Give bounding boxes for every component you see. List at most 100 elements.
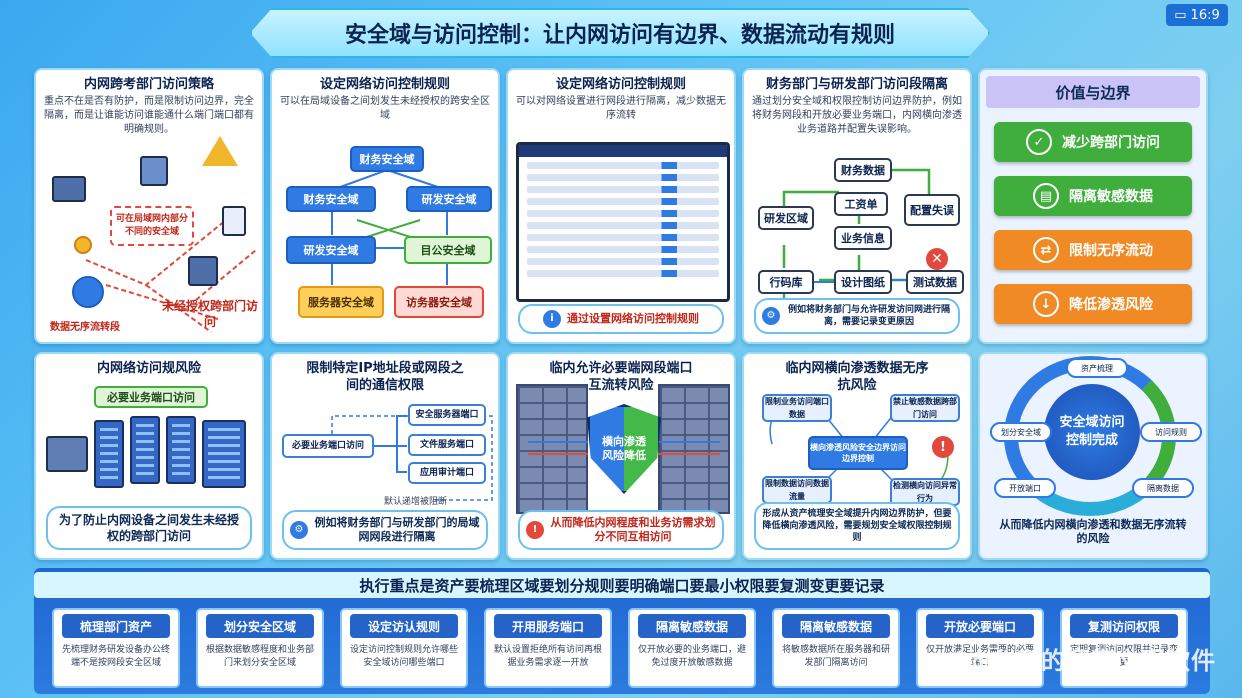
computer-icon <box>52 176 86 202</box>
console-row <box>527 246 719 253</box>
console-row <box>527 234 719 241</box>
port-access-node: 必要业务端口访问 <box>282 434 374 458</box>
panel8-caption-text: 从而降低内网程度和业务访需求划分不同互相访问 <box>550 516 716 543</box>
display-icon: ▭ <box>1174 7 1187 23</box>
step-title: 设定访认规则 <box>350 614 458 638</box>
domain-office: 目公安全域 <box>404 236 492 264</box>
node-business-info: 业务信息 <box>834 226 892 250</box>
value-item-label: 隔离敏感数据 <box>1069 189 1153 205</box>
step-desc: 仅开放满足业务需要的必要端口 <box>925 645 1034 668</box>
shield-label: 横向渗透风险降低 <box>602 435 646 462</box>
step-desc: 定期复测访问权限并记录变更 <box>1069 645 1178 668</box>
cycle-tag-1: 资产梳理 <box>1066 358 1128 378</box>
panel-ip-restriction: 限制特定IP地址段或网段之间的通信权限 必要业务端口访问 安全服务器端口 文件服… <box>270 352 500 560</box>
clock-badge: ▭ 16:9 <box>1166 4 1228 26</box>
step-card: 隔离敏感数据 仅开放必要的业务端口，避免过度开放敏感数据 <box>628 608 756 688</box>
step-title: 隔离敏感数据 <box>782 614 890 638</box>
workstation-icon <box>46 436 88 472</box>
panel4-caption: ⚙ 例如将财务部门与允许研发访问网进行隔离，需要记录变更原因 <box>754 298 960 334</box>
value-item-limit-flow: ⇄ 限制无序流动 <box>994 230 1192 270</box>
panel-finance-rnd-isolation: 财务部门与研发部门访问段隔离 通过划分安全域和权限控制访问边界防护，例如将财务网… <box>742 68 972 344</box>
step-card: 梳理部门资产 先梳理财务研发设备办公终端不是按网段安全区域 <box>52 608 180 688</box>
execution-steps: 执行重点是资产要梳理区域要划分规则要明确端口要最小权限要复测变更要记录 梳理部门… <box>34 568 1210 694</box>
check-icon: ✓ <box>1026 129 1052 155</box>
node-finance-data: 财务数据 <box>834 158 892 182</box>
step-card: 开放必要端口 仅开放满足业务需要的必要端口 <box>916 608 1044 688</box>
panel3-caption: i 通过设置网络访问控制规则 <box>518 304 724 334</box>
firewall-right-icon <box>658 384 730 514</box>
panel-cycle-complete: 安全域访问控制完成 资产梳理 划分安全域 访问规则 开放端口 隔离数据 从而降低… <box>978 352 1208 560</box>
step-title: 开放必要端口 <box>926 614 1034 638</box>
value-item-reduce-risk: ↓ 降低渗透风险 <box>994 284 1192 324</box>
panel10-caption: 从而降低内网横向渗透和数据无序流转的风险 <box>990 514 1196 550</box>
clock-label: 16:9 <box>1190 7 1220 23</box>
panel-cross-dept-policy: 内网跨考部门访问策略 重点不在是否有防护，而是限制访问边界，完全隔离，而是让谁能… <box>34 68 264 344</box>
panel1-label-right: 未经授权跨部门访问 <box>162 299 259 329</box>
value-item-reduce-access: ✓ 减少跨部门访问 <box>994 122 1192 162</box>
panel3-desc: 可以对网络设置进行网段进行隔离，减少数据无序流转 <box>516 96 726 121</box>
step-desc: 根据数据敏感程度和业务部门来划分安全区域 <box>205 645 314 668</box>
step-title: 梳理部门资产 <box>62 614 170 638</box>
domain-rnd: 研发安全域 <box>406 186 492 212</box>
panel6-caption: 为了防止内网设备之间发生未经授权的跨部门访问 <box>46 506 252 550</box>
domain-server: 服务器安全域 <box>298 286 384 318</box>
panel-value-boundary: 价值与边界 ✓ 减少跨部门访问 ▤ 隔离敏感数据 ⇄ 限制无序流动 ↓ 降低渗透… <box>978 68 1208 344</box>
value-item-label: 减少跨部门访问 <box>1062 135 1160 151</box>
panel-port-flow-risk: 临内允许必要端网段端口互流转风险 横向渗透风险降低 ! 从而降低内网程度和业务访… <box>506 352 736 560</box>
required-port-access: 必要业务端口访问 <box>94 386 208 408</box>
node-rnd-area: 研发区域 <box>758 206 814 230</box>
default-deny-note: 默认递增被阻断 <box>384 497 448 507</box>
panel-lateral-penetration: 临内网横向渗透数据无序抗风险 限制业务访问端口数据 禁止敏感数据跨部门访问 限制… <box>742 352 972 560</box>
panel4-title: 财务部门与研发部门访问段隔离 <box>765 77 948 92</box>
panel2-connectors <box>331 169 448 285</box>
node-design-drawing: 设计图纸 <box>834 270 892 294</box>
panel8-connectors <box>528 441 720 455</box>
cycle-tag-5: 隔离数据 <box>1132 478 1194 498</box>
panel7-connectors <box>331 415 493 501</box>
info-icon: i <box>543 310 561 328</box>
panel1-label-left: 数据无序流转段 <box>50 322 120 333</box>
panel7-caption-text: 例如将财务部门与研发部门的局域网网段进行隔离 <box>314 516 480 543</box>
step-card: 开用服务端口 默认设置拒绝所有访问再根据业务需求逐一开放 <box>484 608 612 688</box>
node-code-repo: 行码库 <box>758 270 814 294</box>
risk-node-2: 禁止敏感数据跨部门访问 <box>890 394 960 422</box>
node-config-error: 配置失误 <box>904 194 960 226</box>
port-file-service: 文件服务端口 <box>408 434 486 456</box>
panel8-caption: ! 从而降低内网程度和业务访需求划分不同互相访问 <box>518 510 724 550</box>
panel8-title: 临内允许必要端网段端口互流转风险 <box>549 361 693 393</box>
cycle-tag-2: 划分安全域 <box>990 422 1052 442</box>
step-desc: 默认设置拒绝所有访问再根据业务需求逐一开放 <box>493 645 602 668</box>
value-title: 价值与边界 <box>1055 83 1131 102</box>
step-desc: 将敏感数据所在服务器和研发部门隔离访问 <box>781 645 890 668</box>
admin-console-screen <box>516 142 730 302</box>
domain-service: 访务器安全域 <box>394 286 484 318</box>
firewall-left-icon <box>516 384 588 514</box>
console-row <box>527 210 719 217</box>
panel9-caption-text: 形成从资产梳理安全域提升内网边界防护，但要降低横向渗透风险，需要规划安全域权限控… <box>762 509 952 543</box>
alert-icon: ! <box>932 436 954 458</box>
risk-node-4: 检测横向访问异常行为 <box>890 478 960 506</box>
step-desc: 先梳理财务研发设备办公终端不是按网段安全区域 <box>61 645 170 668</box>
panel4-caption-text: 例如将财务部门与允许研发访问网进行隔离，需要记录变更原因 <box>787 305 950 327</box>
panel7-title: 限制特定IP地址段或网段之间的通信权限 <box>306 361 464 393</box>
server-rack-icon <box>130 416 160 484</box>
user-icon <box>72 276 104 308</box>
watermark: ai@在家的洞察文明软件 <box>939 647 1216 675</box>
cycle-center: 安全域访问控制完成 <box>1044 384 1140 480</box>
risk-center: 横向渗透风险安全边界访问边界控制 <box>808 436 908 470</box>
flow-icon: ⇄ <box>1033 237 1059 263</box>
panel1-desc: 重点不在是否有防护，而是限制访问边界，完全隔离，而是让谁能访问谁能通什么端门端口… <box>44 96 254 135</box>
panel6-title: 内网络访问规风险 <box>96 361 201 376</box>
panel3-caption-text: 通过设置网络访问控制规则 <box>567 312 699 325</box>
panel2-desc: 可以在局域设备之间划发生未经授权的跨安全区域 <box>280 96 490 121</box>
panel4-desc: 通过划分安全域和权限控制访问边界防护，例如将财务网段和开放必要业务端口，内网横向… <box>752 96 962 135</box>
value-item-label: 降低渗透风险 <box>1069 297 1153 313</box>
domain-rnd-2: 研发安全域 <box>286 236 376 264</box>
console-row <box>527 162 719 169</box>
document-icon <box>222 206 246 236</box>
panel-network-rules-ui: 设定网络访问控制规则 可以对网络设置进行网段进行隔离，减少数据无序流转 i 通过… <box>506 68 736 344</box>
console-row <box>527 186 719 193</box>
execution-title: 执行重点是资产要梳理区域要划分规则要明确端口要最小权限要复测变更要记录 <box>34 572 1210 598</box>
panel2-title: 设定网络访问控制规则 <box>319 77 450 92</box>
node-test-data: 测试数据 <box>906 270 964 294</box>
